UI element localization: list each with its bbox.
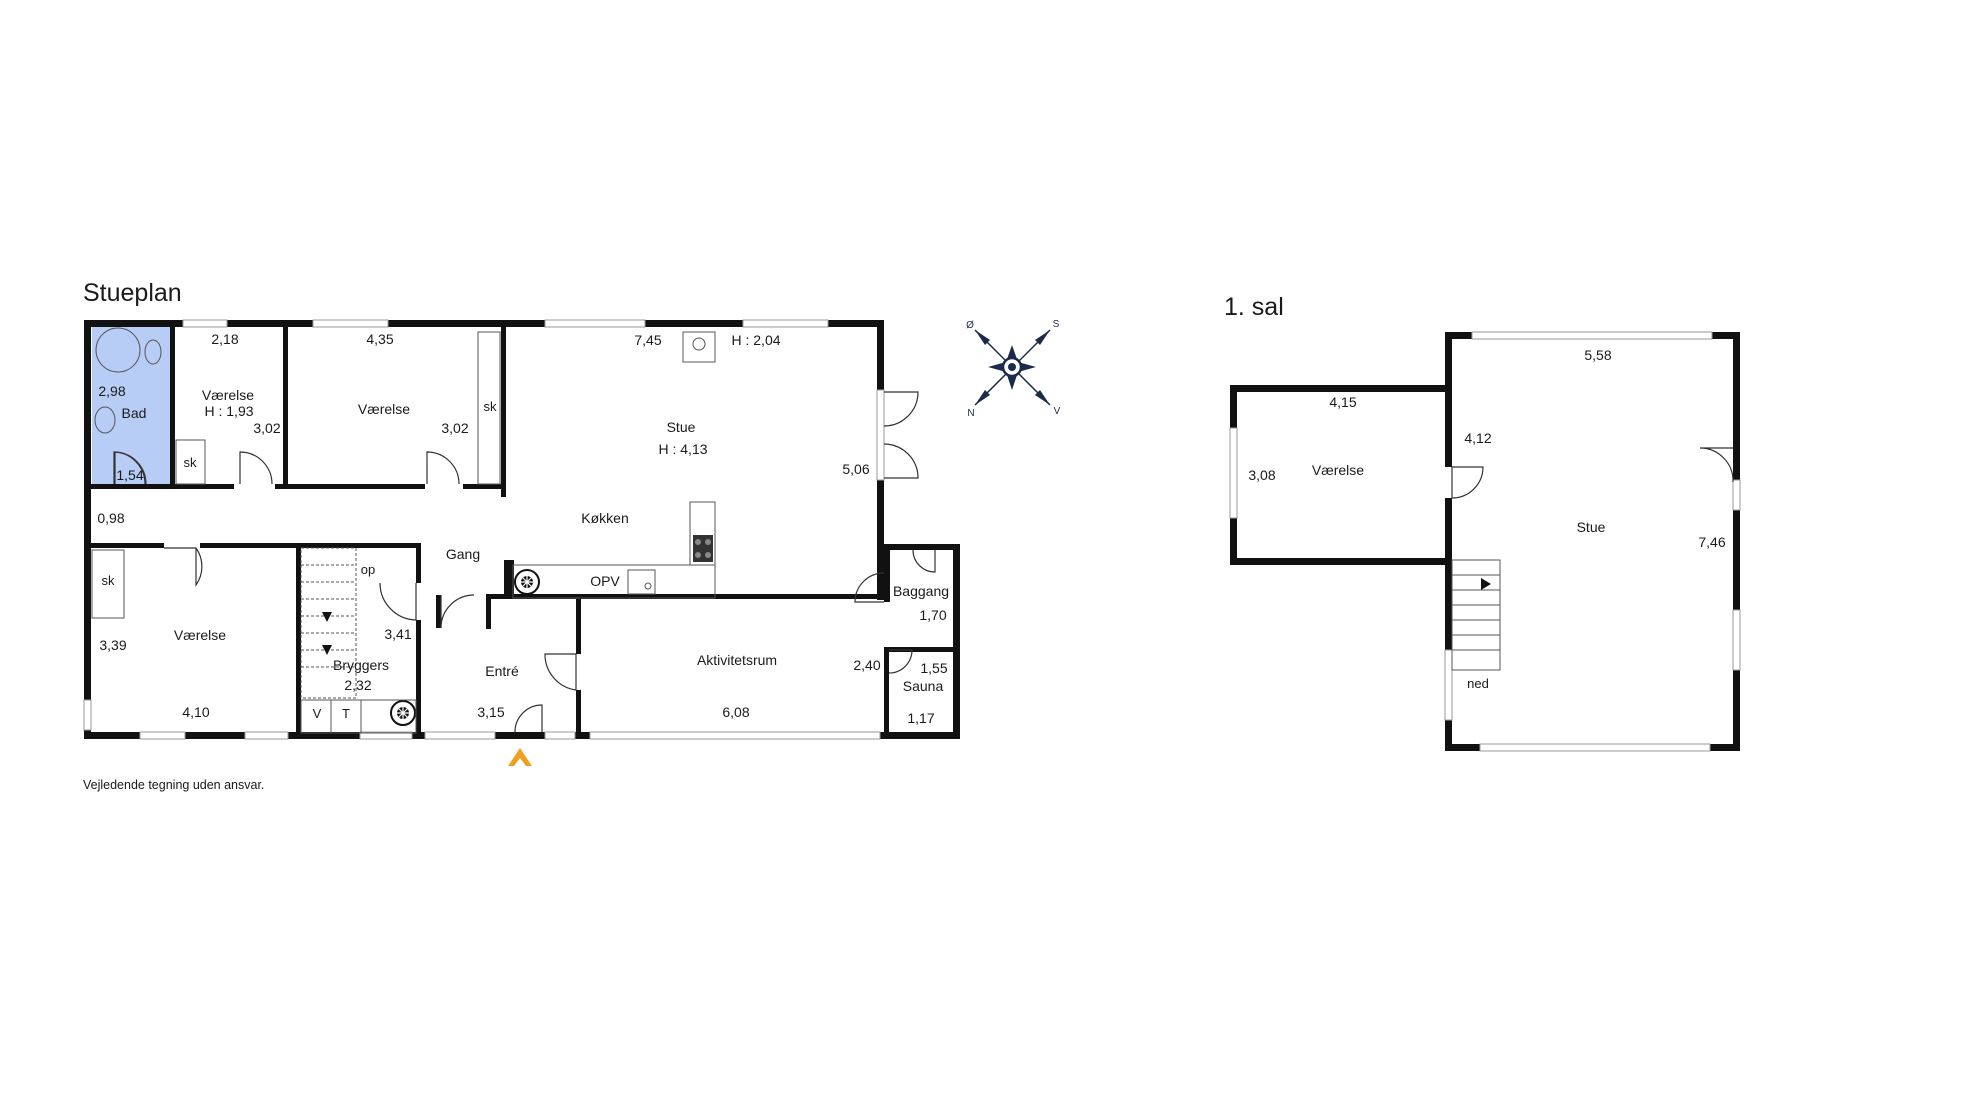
vaerelse-lower-label: Værelse xyxy=(174,627,226,643)
vaerelse-small-dim-side: 3,02 xyxy=(253,420,280,436)
vaerelse-mid-label: Værelse xyxy=(358,401,410,417)
sink-icon xyxy=(94,406,116,434)
shower-icon xyxy=(95,327,141,373)
stairs-down-label: ned xyxy=(1467,676,1489,691)
ff-stue-label: Stue xyxy=(1577,519,1606,535)
bryggers-dim-b: 3,41 xyxy=(384,626,411,642)
toilet-icon xyxy=(144,339,162,365)
aktivitetsrum-dim-side: 2,40 xyxy=(853,657,880,673)
ground-floor-outer-walls xyxy=(84,320,960,739)
fireplace-icon xyxy=(514,569,540,595)
compass-east-label: Ø xyxy=(966,320,974,331)
ground-floor-labels: Bad 2,98 1,54 2,18 Værelse H : 1,93 3,02… xyxy=(97,331,949,726)
first-floor-doors xyxy=(1451,447,1734,499)
ground-floor-fixtures xyxy=(91,327,716,734)
compass-rose-icon xyxy=(974,329,1051,406)
stairs-up-label: op xyxy=(361,562,375,577)
closet-label-2: sk xyxy=(484,399,498,414)
baggang-label: Baggang xyxy=(893,583,949,599)
gang-label: Gang xyxy=(446,546,480,562)
bad-dim-b: 1,54 xyxy=(116,467,143,483)
dishwasher-label: OPV xyxy=(590,573,620,589)
stue-height-2: H : 2,04 xyxy=(731,332,780,348)
vent-icon xyxy=(390,700,416,726)
vaerelse-mid-dim-top: 4,35 xyxy=(366,331,393,347)
compass-south-label: S xyxy=(1053,319,1060,330)
aktivitetsrum-label: Aktivitetsrum xyxy=(697,652,777,668)
stue-dim-top: 7,45 xyxy=(634,332,661,348)
stue-height: H : 4,13 xyxy=(658,441,707,457)
entre-dim: 3,15 xyxy=(477,704,504,720)
compass-west-label: V xyxy=(1054,406,1061,417)
first-floor-stairs xyxy=(1451,559,1501,671)
hall-width: 0,98 xyxy=(97,510,124,526)
sauna-dim-b: 1,17 xyxy=(907,710,934,726)
vaerelse-small-dim-top: 2,18 xyxy=(211,331,238,347)
first-floor-labels: 4,15 Værelse 3,08 4,12 5,58 Stue 7,46 ne… xyxy=(1248,347,1725,691)
aktivitetsrum-dim-bottom: 6,08 xyxy=(722,704,749,720)
koekken-label: Køkken xyxy=(581,510,628,526)
disclaimer-text: Vejledende tegning uden ansvar. xyxy=(83,778,264,792)
vaerelse-small-height: H : 1,93 xyxy=(204,403,253,419)
ff-stue-dim-side: 7,46 xyxy=(1698,534,1725,550)
sauna-label: Sauna xyxy=(903,678,944,694)
ground-floor-windows xyxy=(83,319,885,740)
bad-dim-a: 2,98 xyxy=(98,383,125,399)
bad-label: Bad xyxy=(122,405,147,421)
closet-label-1: sk xyxy=(184,455,198,470)
ff-vaerelse-dim-top: 4,15 xyxy=(1329,394,1356,410)
vaerelse-lower-dim-side: 3,39 xyxy=(99,637,126,653)
dryer-label: T xyxy=(342,706,350,721)
vaerelse-lower-dim-bottom: 4,10 xyxy=(182,704,209,720)
entrance-arrow-icon xyxy=(508,748,532,766)
first-floor-title: 1. sal xyxy=(1224,293,1284,321)
ff-vaerelse-label: Værelse xyxy=(1312,462,1364,478)
vaerelse-mid-dim-side: 3,02 xyxy=(441,420,468,436)
ff-stue-dim-top: 5,58 xyxy=(1584,347,1611,363)
ground-floor-stairs xyxy=(300,547,357,699)
ff-vaerelse-dim-door: 4,12 xyxy=(1464,430,1491,446)
first-floor-windows xyxy=(1229,331,1741,752)
vaerelse-small-label: Værelse xyxy=(202,387,254,403)
ground-floor-interior-walls xyxy=(84,327,954,734)
stove-hob xyxy=(693,535,713,562)
closet-label-3: sk xyxy=(102,573,116,588)
stue-dim-side: 5,06 xyxy=(842,461,869,477)
stue-label: Stue xyxy=(667,419,696,435)
bryggers-dim-a: 2,32 xyxy=(344,677,371,693)
entre-label: Entré xyxy=(485,663,519,679)
sauna-dim-a: 1,55 xyxy=(920,660,947,676)
compass-north-label: N xyxy=(967,408,974,419)
ground-floor-title: Stueplan xyxy=(83,279,182,307)
bryggers-label: Bryggers xyxy=(333,657,389,673)
washer-label: V xyxy=(313,706,322,721)
ground-floor-doors xyxy=(113,391,936,733)
ff-vaerelse-dim-side: 3,08 xyxy=(1248,467,1275,483)
baggang-dim: 1,70 xyxy=(919,607,946,623)
